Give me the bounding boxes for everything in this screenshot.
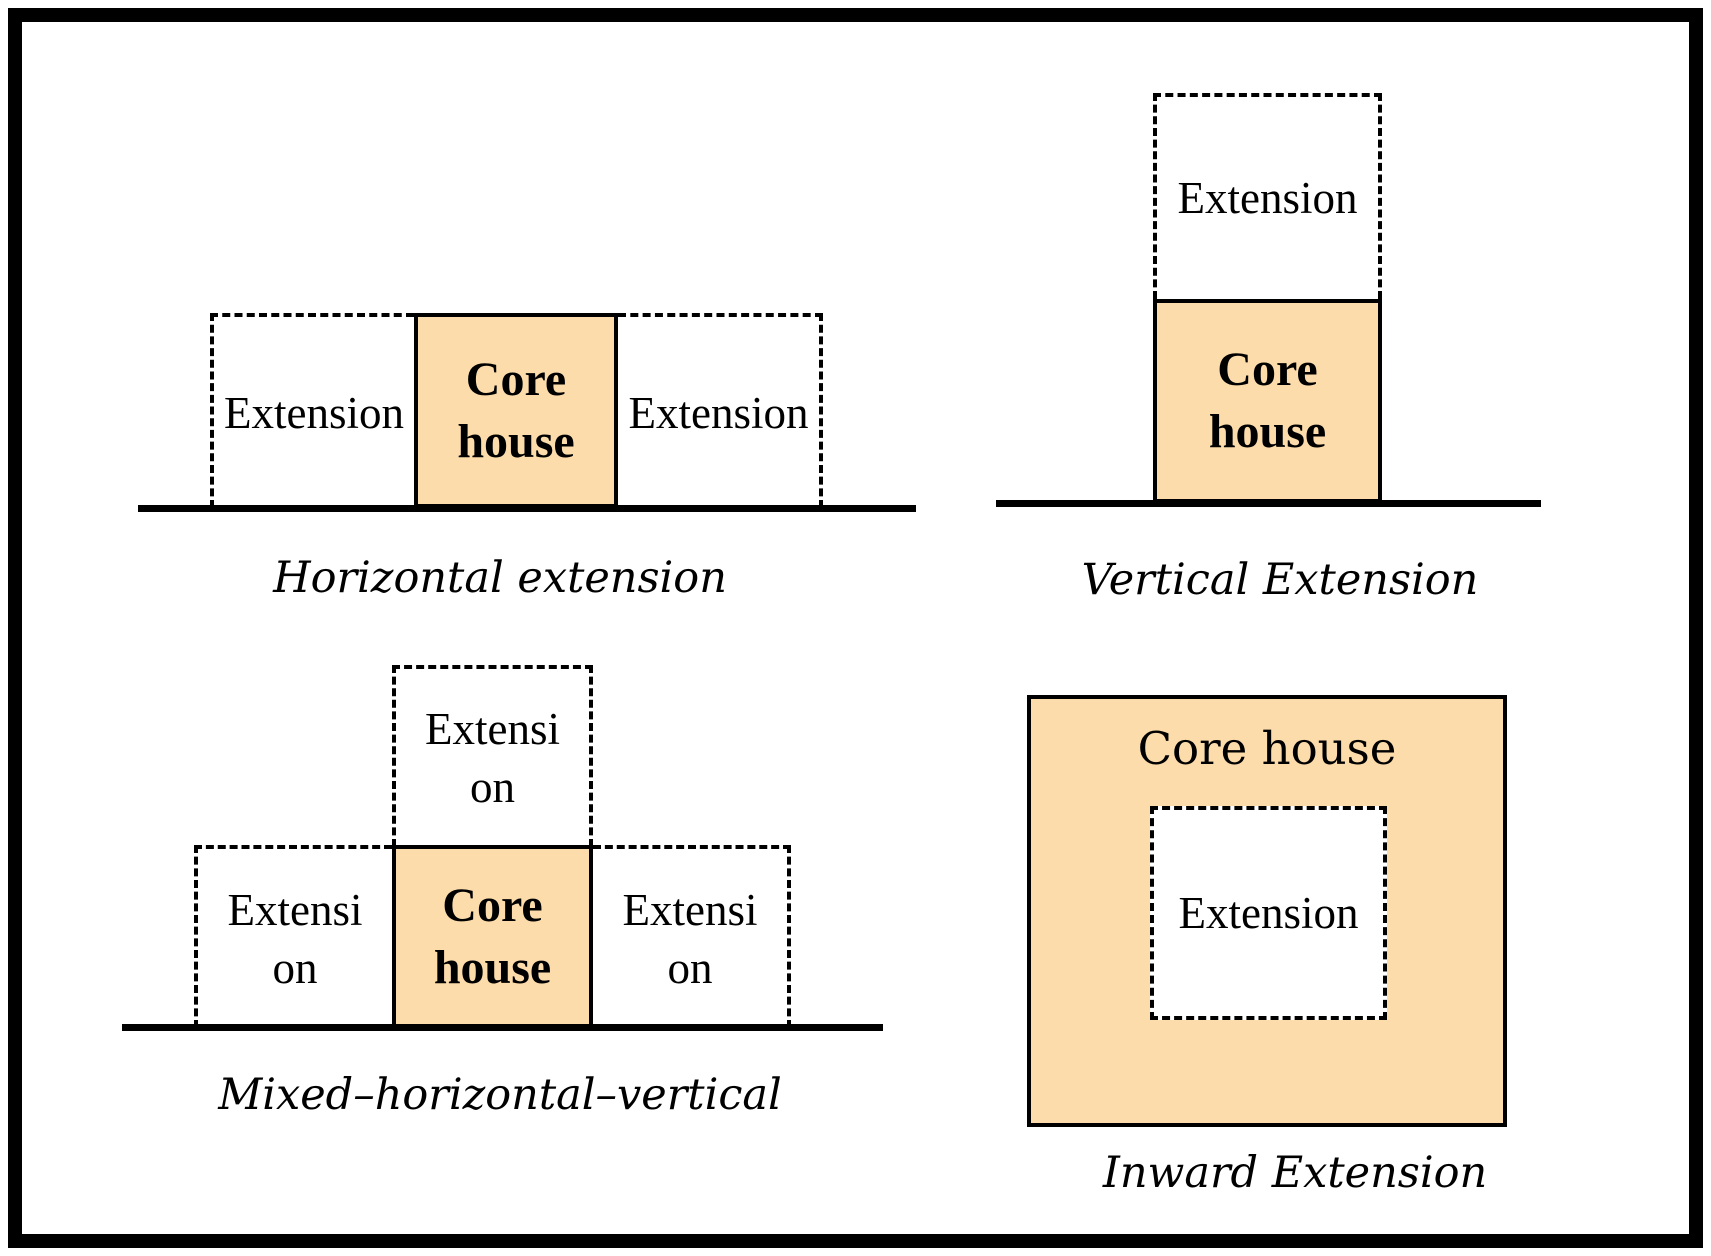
extension-label-line1: Extensi [622, 884, 758, 935]
mixed-core-house-box: Core house [392, 845, 593, 1028]
extension-label: Extension [1178, 888, 1359, 938]
extension-label-line1: Extensi [425, 704, 560, 754]
mixed-right-extension-box: Extensi on [593, 845, 791, 1028]
vertical-extension-caption: Vertical Extension [1081, 555, 1479, 605]
core-house-label-line2: house [433, 940, 552, 994]
horizontal-right-extension-box: Extension [618, 313, 823, 508]
horizontal-core-house-box: Core house [414, 313, 618, 508]
mixed-ground-line [122, 1024, 883, 1031]
extension-label-line1: Extensi [227, 884, 363, 935]
core-house-label-line2: house [457, 414, 575, 468]
inward-extension-box: Extension [1150, 806, 1387, 1020]
horizontal-ground-line [138, 505, 916, 512]
vertical-core-house-box: Core house [1153, 299, 1382, 503]
extension-label-line2: on [667, 942, 713, 993]
core-house-label-line1: Core [465, 352, 567, 406]
horizontal-extension-caption: Horizontal extension [273, 553, 727, 603]
mixed-top-extension-box: Extensi on [392, 665, 593, 847]
vertical-ground-line [996, 500, 1541, 507]
mixed-left-extension-box: Extensi on [194, 845, 392, 1028]
figure-border [8, 8, 1703, 1248]
inward-extension-caption: Inward Extension [1102, 1148, 1488, 1198]
extension-label: Extension [628, 387, 809, 438]
core-house-label-line1: Core [1217, 343, 1318, 396]
mixed-extension-caption: Mixed–horizontal–vertical [218, 1070, 782, 1120]
inward-core-house-label: Core house [1137, 722, 1397, 775]
core-house-label-line2: house [1208, 405, 1327, 458]
extension-label-line2: on [470, 762, 515, 812]
extension-label: Extension [1177, 173, 1358, 223]
extension-label: Extension [224, 387, 404, 438]
vertical-extension-box: Extension [1153, 93, 1382, 299]
horizontal-left-extension-box: Extension [210, 313, 414, 508]
extension-label-line2: on [272, 942, 318, 993]
core-house-label-line1: Core [442, 878, 543, 932]
